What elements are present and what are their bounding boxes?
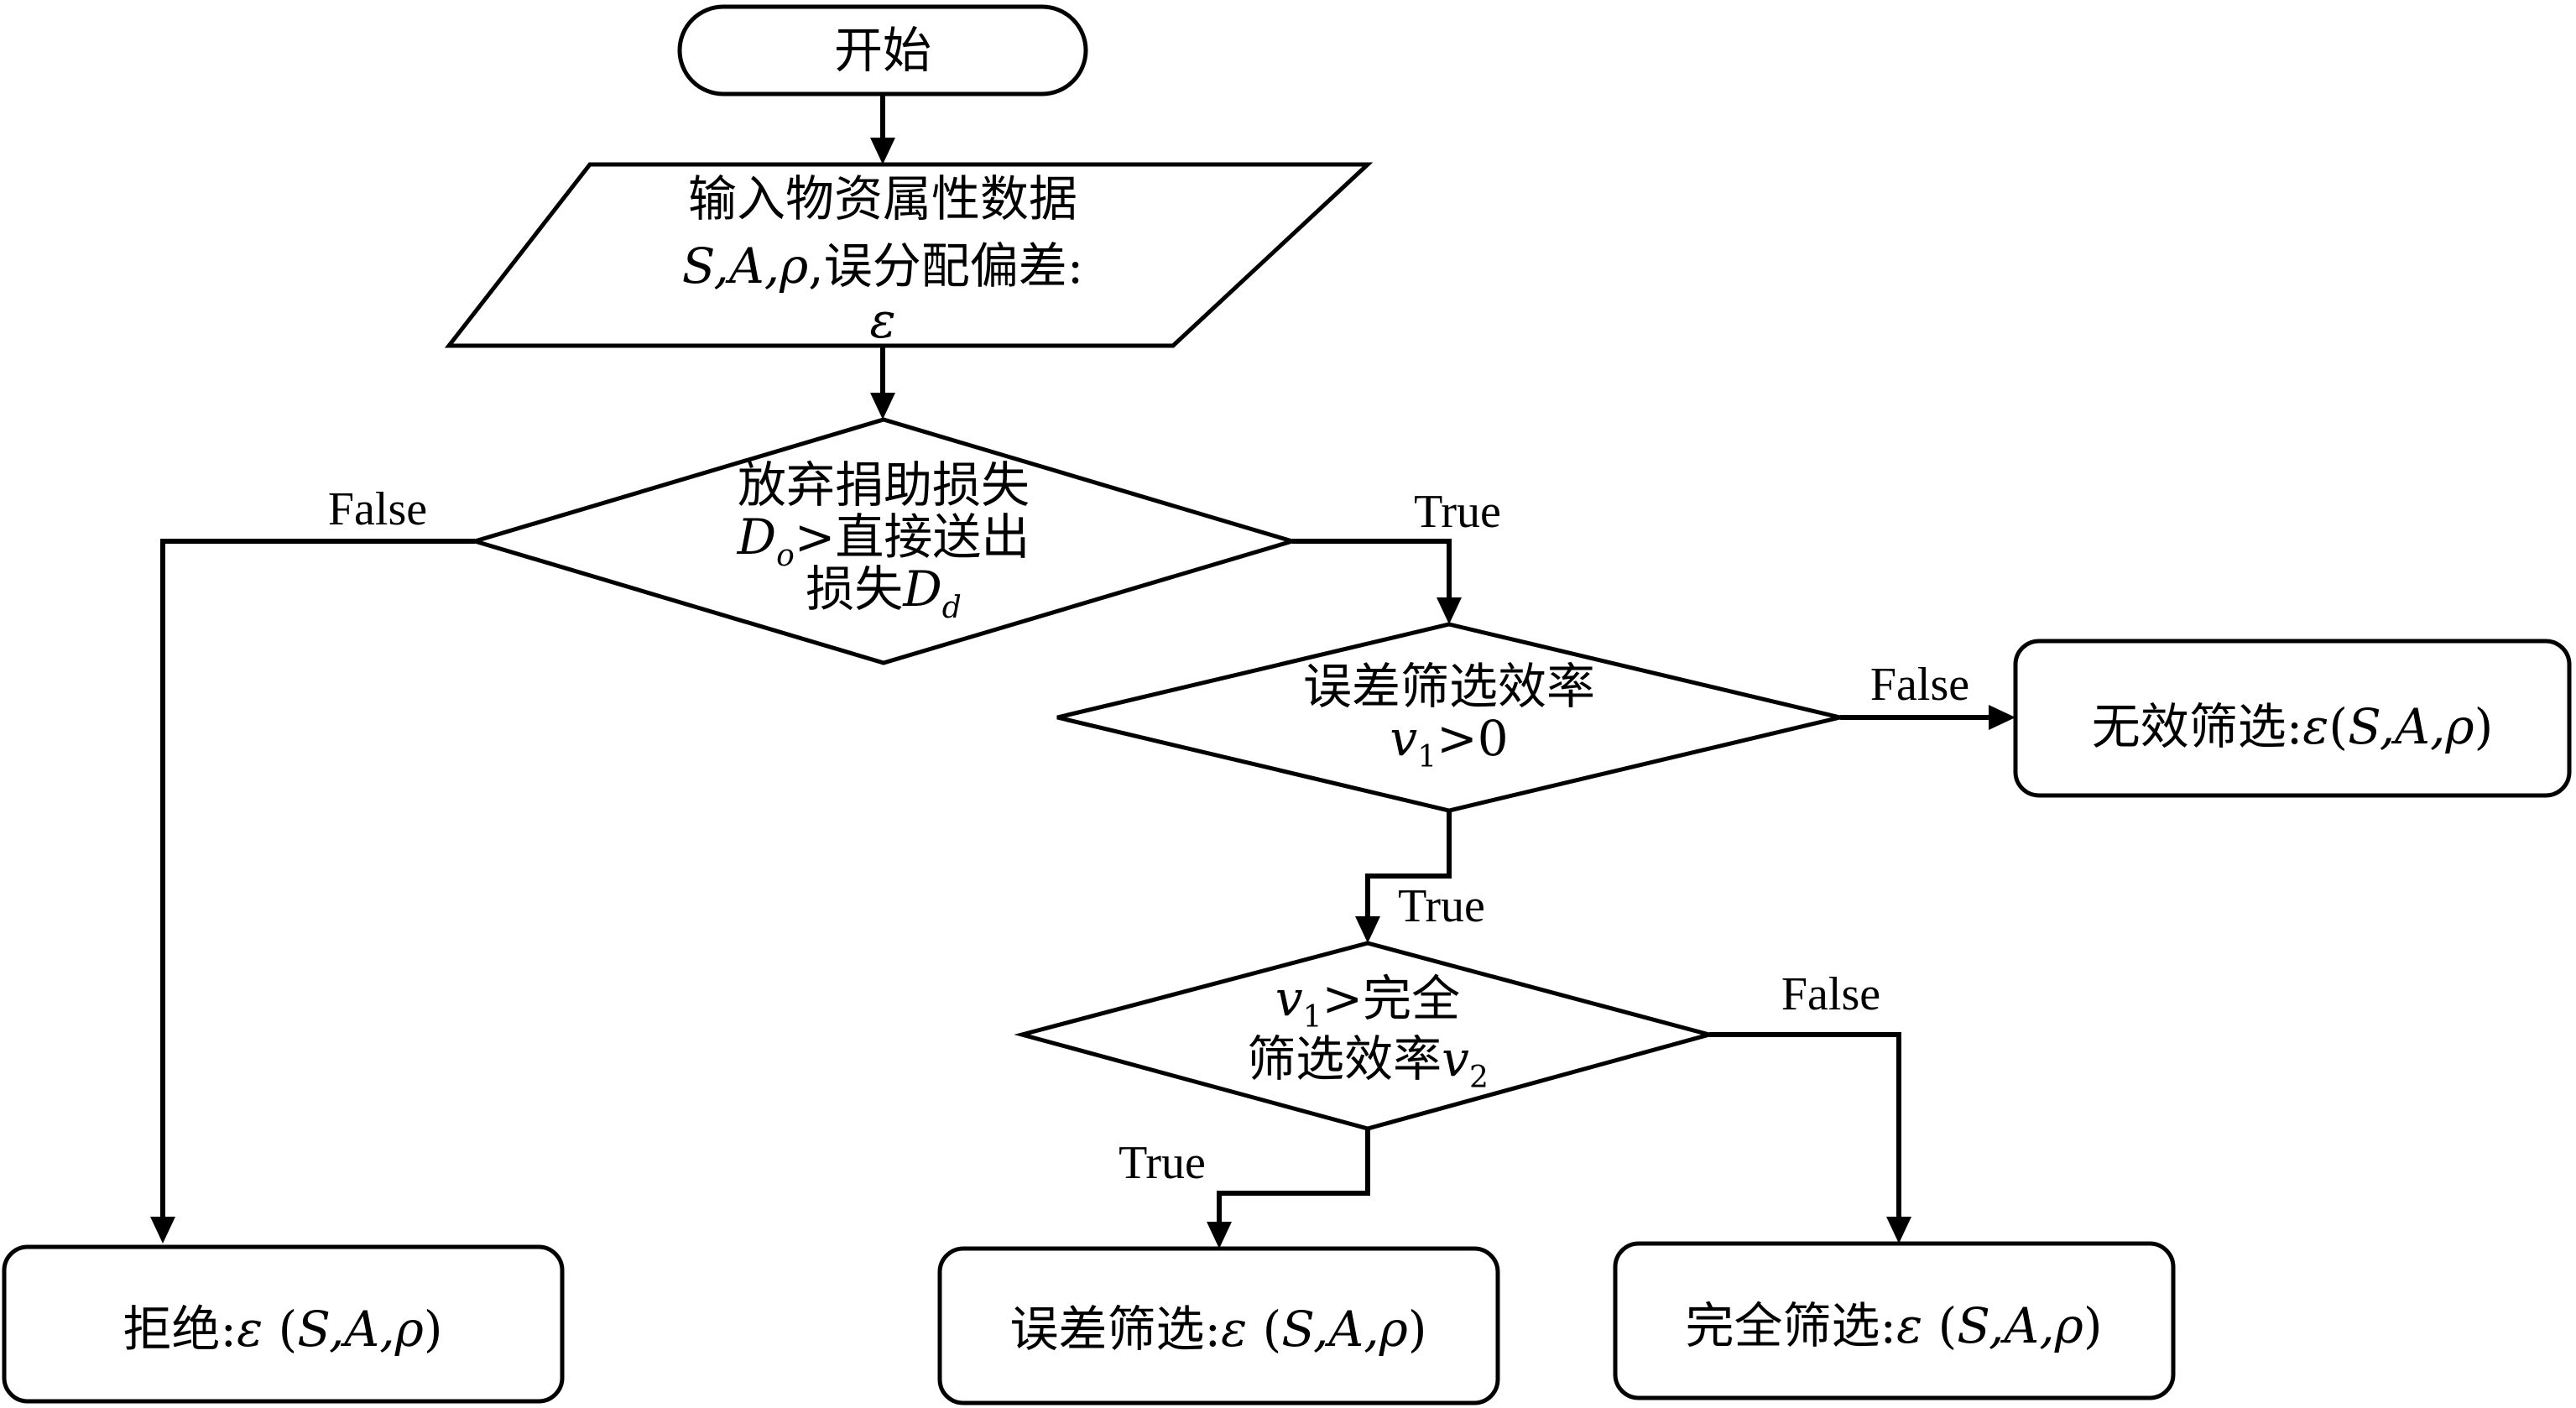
start-node: 开始	[677, 4, 1088, 96]
full-screen-open: (	[1922, 1297, 1957, 1354]
decision1-node: 放弃捐助损失 Do>直接送出 损失Dd	[467, 417, 1300, 665]
reject-node: 拒绝:ε (S,A,ρ)	[2, 1244, 565, 1404]
invalid-screen-vars: S,A,ρ	[2348, 698, 2474, 755]
error-screen-epsilon: ε	[1221, 1301, 1247, 1358]
edge-label-decision2-false: False	[1870, 659, 1969, 711]
invalid-screen-close: )	[2474, 698, 2494, 755]
edge-label-decision1-true: True	[1414, 486, 1501, 538]
decision1-line2: Do>直接送出	[737, 508, 1030, 573]
arrowhead-icon	[1886, 1217, 1911, 1244]
decision2-line1: 误差筛选效率	[1303, 658, 1595, 715]
decision1-sub-o: o	[776, 539, 795, 573]
decision2-compare-text: >0	[1437, 710, 1509, 767]
decision1-sub-d: d	[942, 591, 962, 625]
arrowhead-icon	[1437, 597, 1462, 624]
decision3-var-v2: v	[1442, 1030, 1469, 1087]
arrowhead-icon	[1207, 1222, 1232, 1249]
reject-label: 拒绝:ε (S,A,ρ)	[123, 1301, 443, 1358]
edge-decision2-true-to-decision3	[1365, 811, 1452, 925]
error-screen-label: 误差筛选:ε (S,A,ρ)	[1010, 1301, 1427, 1358]
full-screen-close: )	[2083, 1297, 2103, 1354]
edge-label-decision2-true: True	[1398, 880, 1485, 932]
error-screen-text: 误差筛选:	[1010, 1301, 1222, 1358]
arrowhead-icon	[1989, 705, 2015, 730]
edge-label-decision3-true: True	[1119, 1137, 1206, 1189]
input-misallocation-label: ,误分配偏差:	[808, 237, 1083, 295]
decision1-line3: 损失Dd	[806, 561, 962, 625]
invalid-screen-label: 无效筛选:ε(S,A,ρ)	[2092, 698, 2493, 755]
input-line2: S,A,ρ,误分配偏差:	[682, 237, 1084, 295]
arrowhead-icon	[870, 393, 895, 420]
reject-close: )	[424, 1301, 443, 1358]
decision1-loss-text: 损失	[806, 561, 903, 618]
arrowhead-icon	[150, 1217, 175, 1244]
error-screen-open: (	[1247, 1301, 1281, 1358]
reject-vars: S,A,ρ	[297, 1301, 424, 1358]
error-screen-vars: S,A,ρ	[1281, 1301, 1408, 1358]
invalid-screen-node: 无效筛选:ε(S,A,ρ)	[2013, 639, 2572, 798]
decision2-line2: v1>0	[1390, 710, 1508, 774]
decision1-line1: 放弃捐助损失	[738, 456, 1030, 514]
arrowhead-icon	[1355, 916, 1380, 943]
decision1-compare-text: >直接送出	[795, 508, 1030, 566]
edge-decision1-true-to-decision2	[1292, 539, 1452, 606]
decision1-var-d2: D	[902, 561, 942, 618]
arrowhead-icon	[870, 138, 895, 164]
input-epsilon: ε	[869, 292, 895, 349]
input-vars: S,A,ρ	[682, 237, 809, 295]
decision3-compare-text: >完全	[1322, 970, 1461, 1027]
reject-epsilon: ε	[237, 1301, 263, 1358]
decision2-sub-1: 1	[1417, 740, 1437, 774]
full-screen-text: 完全筛选:	[1686, 1297, 1897, 1354]
invalid-screen-open: (	[2328, 698, 2348, 755]
decision3-line1: v1>完全	[1275, 970, 1460, 1035]
decision3-efficiency-text: 筛选效率	[1247, 1030, 1442, 1087]
edge-labels: False True False True False True	[328, 483, 1969, 1189]
edges	[150, 94, 2015, 1249]
edge-decision3-true-to-error-screen	[1217, 1129, 1370, 1228]
decision2-node: 误差筛选效率 v1>0	[1056, 622, 1841, 813]
reject-open: (	[263, 1301, 297, 1358]
full-screen-node: 完全筛选:ε (S,A,ρ)	[1613, 1241, 2176, 1400]
edge-label-decision1-false: False	[328, 483, 427, 535]
input-line1: 输入物资属性数据	[688, 170, 1077, 227]
decision3-sub-2: 2	[1469, 1061, 1489, 1095]
reject-text: 拒绝:	[123, 1301, 237, 1358]
decision3-line2: 筛选效率v2	[1247, 1030, 1489, 1095]
input-node: 输入物资属性数据 S,A,ρ,误分配偏差: ε	[444, 162, 1374, 349]
decision2-var-v: v	[1390, 710, 1417, 767]
invalid-screen-text: 无效筛选:	[2092, 698, 2303, 755]
full-screen-label: 完全筛选:ε (S,A,ρ)	[1686, 1297, 2103, 1354]
decision3-sub-1: 1	[1303, 1000, 1322, 1035]
full-screen-vars: S,A,ρ	[1957, 1297, 2083, 1354]
edge-decision1-false-to-reject	[160, 539, 475, 1225]
error-screen-node: 误差筛选:ε (S,A,ρ)	[937, 1246, 1500, 1405]
edge-label-decision3-false: False	[1781, 968, 1880, 1020]
invalid-screen-epsilon: ε	[2302, 698, 2328, 755]
error-screen-close: )	[1408, 1301, 1427, 1358]
decision3-var-v1: v	[1275, 970, 1303, 1027]
decision1-var-d: D	[737, 508, 777, 566]
full-screen-epsilon: ε	[1896, 1297, 1922, 1354]
decision3-node: v1>完全 筛选效率v2	[1014, 941, 1718, 1131]
edge-decision3-false-to-full-screen	[1709, 1032, 1901, 1223]
start-label: 开始	[834, 22, 931, 79]
